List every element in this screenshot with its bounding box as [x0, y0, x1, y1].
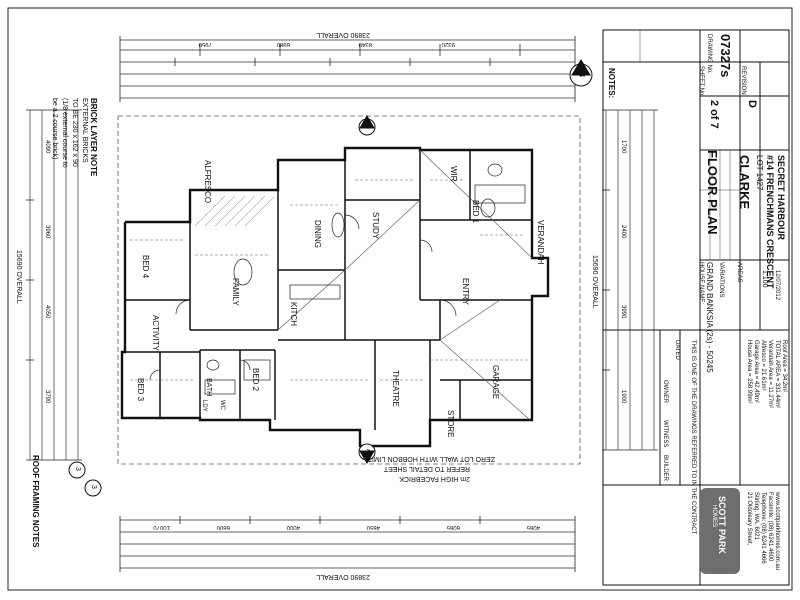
area-house: House Area = 258.99m² — [746, 340, 752, 404]
room-study: STUDY — [371, 212, 380, 240]
room-ldy: LDY — [201, 400, 207, 412]
builder-logo — [700, 488, 740, 574]
room-bed1: BED 1 — [471, 200, 480, 224]
room-bed3: BED 3 — [136, 378, 145, 402]
dim-bottom-6: 4065 — [526, 524, 540, 530]
dim-top-2: 6980 — [276, 41, 290, 47]
area-garage: Garage Area = 42.49m² — [753, 340, 759, 403]
overall-bottom-dimension: 23890 OVERALL — [316, 573, 370, 580]
contract-witness: WITNESS — [662, 420, 668, 448]
suburb: SECRET HARBOUR — [776, 155, 786, 241]
dim-bottom-1: 10070 — [153, 524, 170, 530]
brick-note-line-4: be a 2 course brick) — [51, 98, 58, 160]
overall-right-dimension: 15690 OVERALL — [591, 255, 598, 309]
room-store: STORE — [446, 410, 455, 438]
room-verandah: VERANDAH — [536, 220, 545, 265]
dim-bottom-4: 4650 — [366, 524, 380, 530]
dim-right-1: 1700 — [620, 140, 626, 154]
dim-left-1: 4090 — [44, 140, 50, 154]
room-theatre: THEATRE — [391, 370, 400, 407]
section-marker-mid-top: 3 — [365, 124, 372, 128]
area-verandah: Verandah Area = 11.27m² — [767, 340, 773, 409]
company-address-3: Telephone: (08) 6241 4666 — [760, 492, 766, 564]
area-label: AREAS — [736, 262, 742, 283]
dim-right-4: 1900 — [620, 390, 626, 404]
roof-framing-title: ROOF FRAMING NOTES — [31, 455, 40, 548]
contract-dated: DATED — [674, 340, 680, 360]
dim-left-4: 3790 — [44, 390, 50, 404]
overall-top-dimension: 23890 OVERALL — [316, 31, 370, 38]
drawing-title: FLOOR PLAN — [705, 150, 720, 235]
sheet-number: 2 of 7 — [708, 100, 720, 129]
boundary-note-1: ZERO LOT WALL WITH HOBBON LIMIT — [367, 455, 495, 462]
room-bath: BATH — [205, 378, 212, 397]
brick-note-line-3: (1/8 external course to — [61, 98, 68, 168]
dim-bottom-3: 4000 — [286, 524, 300, 530]
builder-sub: HOMES — [711, 505, 717, 528]
revision-label: REVISION — [740, 66, 746, 95]
company-address-1: 21 Oldoleary Street, — [746, 492, 752, 546]
room-garage: GARAGE — [491, 365, 500, 400]
area-total: TOTAL AREA = 331.44m² — [774, 340, 780, 409]
room-alfresco: ALFRESCO — [203, 160, 212, 204]
dim-right-3: 3990 — [620, 305, 626, 319]
lot-number: LOT 1427 — [755, 155, 764, 191]
general-notes-title: NOTES: — [607, 68, 616, 99]
house-name: GRAND BANKSIA (2s) - 50245 — [705, 262, 714, 373]
overall-left-dimension: 15690 OVERALL — [15, 250, 22, 304]
variation: VARIATIONS — [718, 262, 724, 298]
room-entry: ENTRY — [461, 278, 470, 305]
section-marker-mid-bottom: A — [365, 449, 372, 454]
room-bed4: BED 4 — [141, 255, 150, 279]
dim-left-2: 3960 — [44, 225, 50, 239]
dim-bottom-5: 6065 — [446, 524, 460, 530]
dim-left-3: 4050 — [44, 305, 50, 319]
section-marker-left-letter: 3 — [90, 485, 97, 489]
contract-owner: OWNER — [662, 380, 668, 403]
dim-top-4: 9320 — [441, 41, 455, 47]
company-address-2: Stirling, WA, 6021 — [753, 492, 759, 540]
scale: 1:100 — [761, 270, 768, 288]
house-name-label: HOUSE NAME: — [698, 262, 704, 305]
contract-note: THIS IS ONE OF THE DRAWINGS REFERRED TO … — [690, 340, 696, 535]
contract-builder: BUILDER — [662, 455, 668, 482]
brick-note-line-1: EXTERNAL BRICKS — [81, 98, 88, 163]
room-kitchen: KITCH — [289, 302, 298, 326]
boundary-note-2: REFER TO DETAIL SHEET — [383, 465, 470, 472]
dim-right-2: 2400 — [620, 225, 626, 239]
drawing-no: 07327s — [718, 34, 733, 78]
sheet-label: SHEET No. — [698, 66, 704, 97]
drawing-no-label: DRAWING No. — [706, 34, 712, 74]
section-marker-left-number: 3 — [74, 467, 81, 471]
dim-top-1: 7950 — [198, 41, 212, 47]
site-address: #14 FRENCHMANS CRESCENT — [765, 155, 775, 289]
dim-top-3: 8340 — [358, 41, 372, 47]
company-address-5: www.scottparkhomes.com.au — [774, 492, 780, 571]
area-alfresco: Alfresco = 21.61m² — [760, 340, 766, 391]
room-dining: DINING — [313, 220, 322, 248]
area-roof: Roof Area = 34.2m² — [781, 340, 787, 393]
builder-name: SCOTT PARK — [717, 496, 727, 554]
brick-note-line-2: TO BE 230 x 162 x 90 — [71, 98, 78, 167]
brick-note-title: BRICK LAYER NOTE — [89, 98, 98, 177]
boundary-note-3: 2m HIGH FACEBRICK — [399, 475, 470, 482]
section-marker-top-number: 3 — [577, 72, 587, 78]
room-bed2: BED 2 — [251, 368, 260, 392]
room-activity: ACTIVITY — [151, 315, 160, 352]
room-family: FAMILY — [231, 278, 240, 306]
revision-letter: D — [746, 100, 758, 108]
client-name: CLARKE — [737, 155, 752, 210]
room-wc: WC — [219, 400, 225, 410]
date: 12/07/2012 — [774, 270, 780, 301]
room-wir: WIR — [449, 166, 458, 182]
dim-bottom-2: 6600 — [216, 524, 230, 530]
company-address-4: Facsimile: (08) 6241 4600 — [767, 492, 773, 562]
